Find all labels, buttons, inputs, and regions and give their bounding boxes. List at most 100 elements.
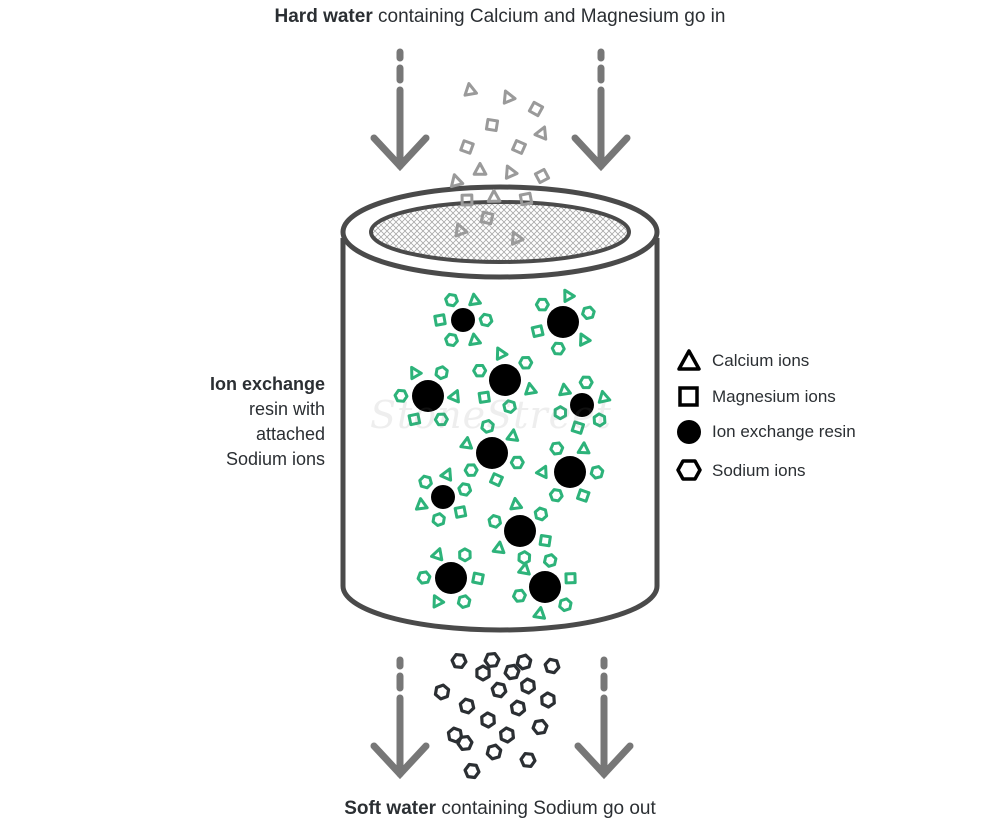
- resin-bead-cluster: [553, 375, 612, 435]
- sodium-ion: [515, 653, 533, 671]
- resin-bead-cluster: [487, 496, 552, 566]
- sodium-ion: [457, 482, 473, 497]
- calcium-ion: [414, 497, 429, 511]
- resin-bead-cluster: [433, 292, 494, 348]
- triangle-icon: [677, 349, 701, 371]
- magnesium-ion: [407, 412, 422, 427]
- magnesium-ion: [538, 534, 552, 548]
- down-arrow-icon: [370, 48, 430, 172]
- output-caption-bold: Soft water: [344, 798, 437, 819]
- resin-bead: [451, 308, 475, 332]
- sodium-ion: [553, 405, 568, 421]
- legend-label: Magnesium ions: [712, 387, 836, 406]
- output-caption: Soft water containing Sodium go out: [0, 798, 1000, 820]
- circle-icon: [677, 420, 701, 444]
- resin-label-line: resin with: [248, 399, 325, 419]
- square-icon: [678, 386, 699, 407]
- down-arrow-icon: [370, 656, 430, 780]
- calcium-ion: [576, 441, 591, 455]
- magnesium-ion: [477, 390, 491, 404]
- sodium-ion: [456, 734, 474, 752]
- calcium-ion: [524, 381, 538, 396]
- calcium-ion: [579, 332, 592, 347]
- resin-bead: [529, 571, 561, 603]
- sodium-ion: [444, 332, 459, 348]
- magnesium-ion: [576, 488, 591, 503]
- sodium-ion: [540, 691, 556, 709]
- sodium-ion: [509, 455, 525, 470]
- sodium-ion: [558, 597, 573, 613]
- resin-bead: [476, 437, 508, 469]
- calcium-ion: [491, 540, 506, 555]
- resin-bead: [554, 456, 586, 488]
- resin-label-line: attached: [255, 424, 325, 444]
- resin-bead-cluster: [416, 547, 485, 609]
- calcium-ion: [459, 436, 474, 450]
- sodium-ion: [534, 297, 550, 312]
- calcium-ion: [410, 365, 423, 381]
- sodium-ion: [490, 681, 508, 699]
- sodium-ion: [478, 312, 494, 328]
- resin-bead: [435, 562, 467, 594]
- calcium-ion: [432, 594, 446, 609]
- resin-bead-cluster: [530, 288, 596, 356]
- calcium-ion: [439, 467, 453, 482]
- sodium-ion: [458, 547, 472, 563]
- sodium-ion: [542, 553, 558, 568]
- calcium-ion: [495, 346, 509, 361]
- magnesium-ion: [527, 100, 545, 118]
- sodium-ion: [517, 550, 532, 566]
- sodium-ion: [518, 355, 534, 370]
- magnesium-ion: [453, 505, 468, 519]
- sodium-ion: [463, 463, 479, 477]
- hexagon-icon: [676, 459, 702, 481]
- sodium-ion: [520, 677, 536, 695]
- sodium-ion: [487, 514, 502, 529]
- calcium-ion: [532, 606, 547, 620]
- calcium-ion: [563, 288, 576, 303]
- resin-label-title: Ion exchange: [209, 374, 325, 394]
- sodium-ion: [433, 412, 449, 427]
- calcium-ion: [454, 222, 469, 238]
- calcium-ion: [533, 125, 548, 141]
- sodium-ion: [519, 751, 537, 769]
- sodium-ion: [550, 341, 566, 356]
- resin-bead: [504, 515, 536, 547]
- calcium-ion: [558, 382, 572, 397]
- sodium-ion: [503, 663, 521, 681]
- calcium-ion: [468, 292, 482, 307]
- magnesium-ion: [488, 472, 504, 488]
- sodium-ion: [589, 465, 605, 480]
- calcium-ion: [505, 428, 520, 442]
- magnesium-ion: [530, 324, 545, 339]
- calcium-ion: [486, 189, 502, 203]
- down-arrow-icon: [574, 656, 634, 780]
- sodium-ion: [485, 743, 503, 761]
- resin-bead-cluster: [472, 346, 538, 414]
- sodium-ion: [549, 441, 565, 456]
- resin-bead-cluster: [459, 418, 525, 488]
- sodium-ion: [446, 726, 464, 744]
- flow-arrows: [370, 48, 634, 780]
- sodium-ion: [509, 699, 527, 717]
- calcium-ion: [463, 82, 478, 97]
- sodium-ion: [458, 697, 476, 715]
- sodium-ion: [483, 651, 501, 669]
- resin-bead: [570, 393, 594, 417]
- sodium-ion: [499, 726, 515, 744]
- sodium-ion: [456, 594, 472, 609]
- sodium-ion: [548, 488, 564, 503]
- sodium-ion: [581, 305, 596, 321]
- sodium-ion: [431, 512, 446, 528]
- resin-beads: [393, 288, 612, 620]
- sodium-ion: [472, 363, 488, 378]
- calcium-ion: [472, 162, 488, 176]
- sodium-ion: [480, 711, 496, 729]
- magnesium-ion: [564, 572, 577, 585]
- resin-label: Ion exchange resin with attached Sodium …: [150, 372, 325, 472]
- resin-bead: [412, 380, 444, 412]
- sodium-ion: [533, 506, 549, 522]
- output-caption-rest: containing Sodium go out: [436, 798, 656, 819]
- calcium-ion: [502, 89, 517, 105]
